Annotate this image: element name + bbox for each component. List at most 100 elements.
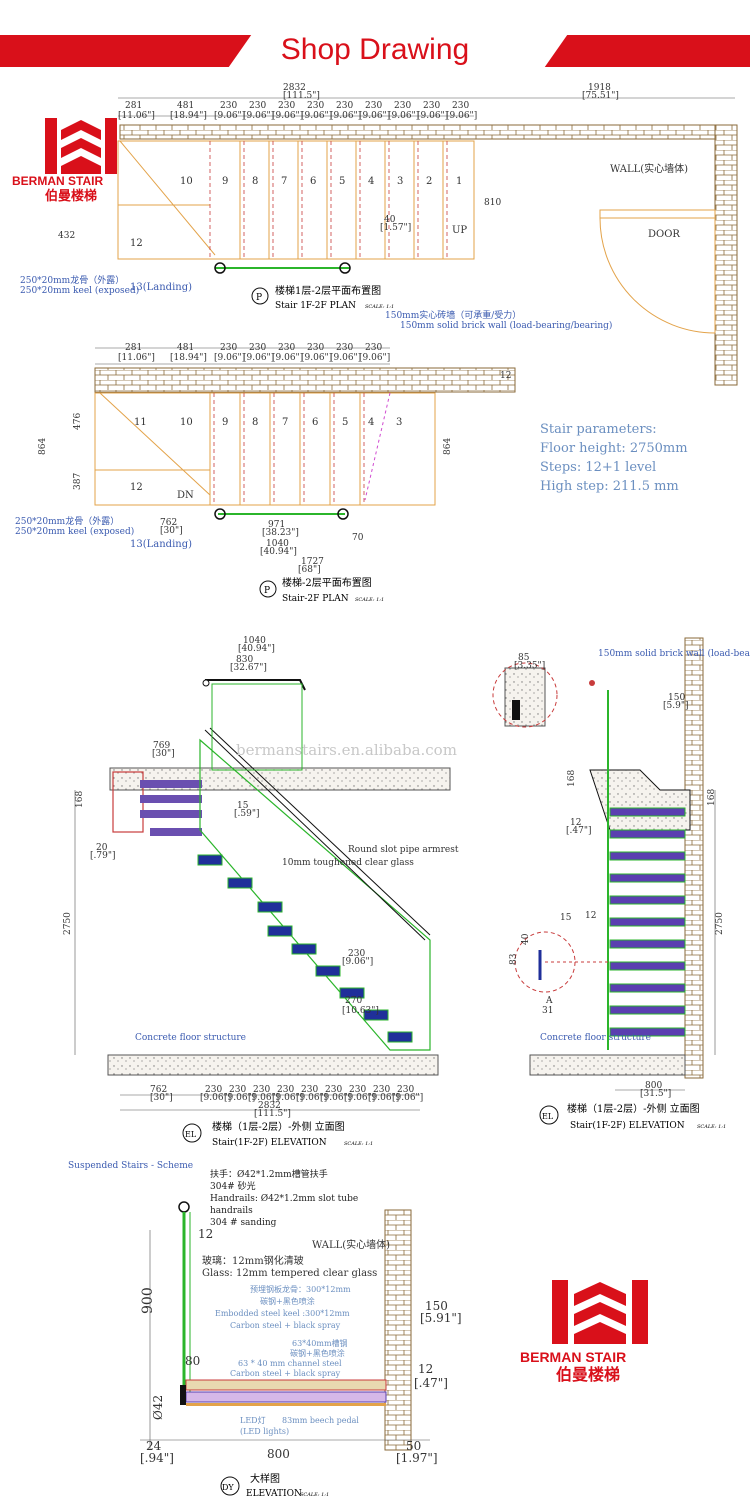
svg-text:230: 230 bbox=[452, 101, 469, 111]
svg-text:[9.06"]: [9.06"] bbox=[243, 353, 274, 363]
plan2-dim971: 971 bbox=[268, 520, 285, 530]
plan1-total-dim-in: [111.5"] bbox=[283, 91, 320, 101]
svg-text:3: 3 bbox=[397, 176, 403, 187]
svg-text:7: 7 bbox=[282, 417, 288, 428]
elev2-caption: EL 楼梯（1层-2层）-外侧 立面图 Stair(1F-2F) ELEVATI… bbox=[539, 1102, 726, 1131]
svg-text:304 # sanding: 304 # sanding bbox=[210, 1218, 277, 1228]
svg-text:9: 9 bbox=[222, 176, 228, 187]
plan1-dim40-in: [1.57"] bbox=[380, 223, 411, 233]
svg-text:碳钢+黑色喷涂: 碳钢+黑色喷涂 bbox=[290, 1348, 345, 1358]
svg-text:碳钢+黑色喷涂: 碳钢+黑色喷涂 bbox=[260, 1296, 315, 1306]
svg-text:230: 230 bbox=[336, 101, 353, 111]
elev1-dim15: 15 bbox=[237, 801, 249, 811]
plan1-up-label: UP bbox=[452, 225, 467, 236]
plan1-total-dim: 2832 bbox=[283, 83, 306, 93]
svg-text:281: 281 bbox=[125, 343, 142, 353]
elev1-glass-note: 10mm toughened clear glass bbox=[282, 858, 414, 868]
svg-text:11: 11 bbox=[134, 417, 147, 428]
svg-text:Stair-2F PLAN: Stair-2F PLAN bbox=[282, 594, 349, 604]
svg-text:大样图: 大样图 bbox=[250, 1472, 280, 1485]
svg-text:Embodded steel keel :300*12mm: Embodded steel keel :300*12mm bbox=[215, 1309, 350, 1318]
svg-text:Carbon steel + black spray: Carbon steel + black spray bbox=[230, 1369, 341, 1378]
banner-left-bar bbox=[0, 35, 212, 67]
plan1-step-numbers: 10 9 8 7 6 5 4 3 2 1 12 bbox=[130, 176, 462, 249]
svg-text:9: 9 bbox=[222, 417, 228, 428]
svg-text:[9.06"]: [9.06"] bbox=[272, 353, 303, 363]
svg-text:230: 230 bbox=[220, 343, 237, 353]
svg-text:SCALE: 1:1: SCALE: 1:1 bbox=[344, 1141, 373, 1147]
elev1-handrail-note: Round slot pipe armrest bbox=[348, 845, 459, 855]
plan2-dim1727-in: [68"] bbox=[298, 565, 321, 575]
svg-text:[9.06"]: [9.06"] bbox=[368, 1093, 399, 1103]
elev2-dim800-in: [31.5"] bbox=[640, 1089, 671, 1099]
plan2-caption: P 楼梯-2层平面布置图 Stair-2F PLAN SCALE: 1:1 bbox=[259, 576, 384, 604]
svg-text:SCALE: 1:1: SCALE: 1:1 bbox=[300, 1492, 329, 1498]
plan1-dim810: 810 bbox=[484, 198, 501, 208]
elev1-dim20-in: [.79"] bbox=[90, 851, 115, 861]
svg-text:230: 230 bbox=[301, 1085, 318, 1095]
elev1-dim2750: 2750 bbox=[63, 912, 73, 935]
svg-text:Floor height: 2750mm: Floor height: 2750mm bbox=[540, 441, 688, 456]
elev1-bottom-dims: 762 [30"] 230 230 230 230 230 230 230 23… bbox=[150, 1085, 423, 1119]
svg-text:楼梯-2层平面布置图: 楼梯-2层平面布置图 bbox=[282, 576, 372, 589]
elev2-dim40: 40 bbox=[521, 933, 531, 945]
svg-text:230: 230 bbox=[365, 343, 382, 353]
detail-handrail-notes: 扶手：Ø42*1.2mm槽管扶手 304# 砂光 Handrails: Ø42*… bbox=[210, 1168, 358, 1228]
svg-text:481: 481 bbox=[177, 101, 194, 111]
brand-logo-top bbox=[45, 118, 117, 174]
svg-text:5: 5 bbox=[342, 417, 348, 428]
svg-text:230: 230 bbox=[349, 1085, 366, 1095]
svg-text:230: 230 bbox=[278, 101, 295, 111]
plan2-dim971-in: [38.23"] bbox=[262, 528, 299, 538]
svg-text:8: 8 bbox=[252, 176, 258, 187]
detail-wall-label: WALL(实心墙体) bbox=[312, 1238, 390, 1251]
elev2-dim168: 168 bbox=[567, 770, 577, 787]
svg-text:230: 230 bbox=[373, 1085, 390, 1095]
elev2-section-num: 31 bbox=[542, 1006, 553, 1016]
svg-text:[9.06"]: [9.06"] bbox=[446, 111, 477, 121]
plan2-keel-cn: 250*20mm龙骨（外露） bbox=[15, 515, 119, 527]
svg-text:SCALE: 1:1: SCALE: 1:1 bbox=[355, 597, 384, 603]
banner-right-bar bbox=[580, 35, 750, 67]
svg-text:Carbon steel + black spray: Carbon steel + black spray bbox=[230, 1321, 341, 1330]
elev2-dim83: 83 bbox=[509, 953, 519, 965]
svg-text:63*40mm槽钢: 63*40mm槽钢 bbox=[292, 1338, 348, 1348]
plan2-dim1727: 1727 bbox=[301, 557, 324, 567]
svg-text:1: 1 bbox=[456, 176, 462, 187]
svg-text:DY: DY bbox=[222, 1483, 234, 1492]
svg-text:Ø42: Ø42 bbox=[151, 1395, 165, 1420]
svg-text:900: 900 bbox=[140, 1287, 156, 1314]
plan1-right-dim-in: [75.51"] bbox=[582, 91, 619, 101]
detail-title: Suspended Stairs - Scheme bbox=[68, 1161, 193, 1171]
brand-cn-bottom: 伯曼楼梯 bbox=[556, 1365, 620, 1384]
svg-text:Stair parameters:: Stair parameters: bbox=[540, 422, 657, 437]
svg-text:P: P bbox=[264, 586, 270, 596]
svg-text:230: 230 bbox=[307, 343, 324, 353]
plan2-dim70: 70 bbox=[352, 533, 364, 543]
plan2-keel-en: 250*20mm keel (exposed) bbox=[15, 526, 134, 537]
svg-text:230: 230 bbox=[325, 1085, 342, 1095]
elev1-top-dim-in: [40.94"] bbox=[238, 644, 275, 654]
detail-dims: 12 900 150 [5.91"] 80 12 [.47"] Ø42 24 [… bbox=[140, 1227, 462, 1465]
svg-text:230: 230 bbox=[336, 343, 353, 353]
svg-text:[11.06"]: [11.06"] bbox=[118, 111, 155, 121]
svg-text:481: 481 bbox=[177, 343, 194, 353]
svg-text:Steps: 12+1 level: Steps: 12+1 level bbox=[540, 460, 656, 475]
svg-text:[9.06"]: [9.06"] bbox=[330, 111, 361, 121]
svg-text:SCALE: 1:1: SCALE: 1:1 bbox=[365, 304, 394, 310]
elevation-1f-2f-right bbox=[492, 637, 716, 1091]
svg-text:[9.06"]: [9.06"] bbox=[359, 353, 390, 363]
svg-text:2832: 2832 bbox=[258, 1101, 281, 1111]
svg-text:[5.91"]: [5.91"] bbox=[420, 1311, 462, 1325]
plan1-keel-cn: 250*20mm龙骨（外露） bbox=[20, 274, 124, 286]
svg-text:[18.94"]: [18.94"] bbox=[170, 111, 207, 121]
svg-text:[9.06"]: [9.06"] bbox=[272, 1093, 303, 1103]
elev2-dim2750: 2750 bbox=[715, 912, 725, 935]
svg-text:864: 864 bbox=[38, 438, 48, 455]
svg-text:[111.5"]: [111.5"] bbox=[254, 1109, 291, 1119]
elev2-dim85: 85 bbox=[518, 653, 530, 663]
svg-text:4: 4 bbox=[368, 417, 374, 428]
svg-text:SCALE: 1:1: SCALE: 1:1 bbox=[697, 1124, 726, 1130]
elev2-section: A bbox=[545, 996, 553, 1006]
elev2-dim800: 800 bbox=[645, 1081, 662, 1091]
